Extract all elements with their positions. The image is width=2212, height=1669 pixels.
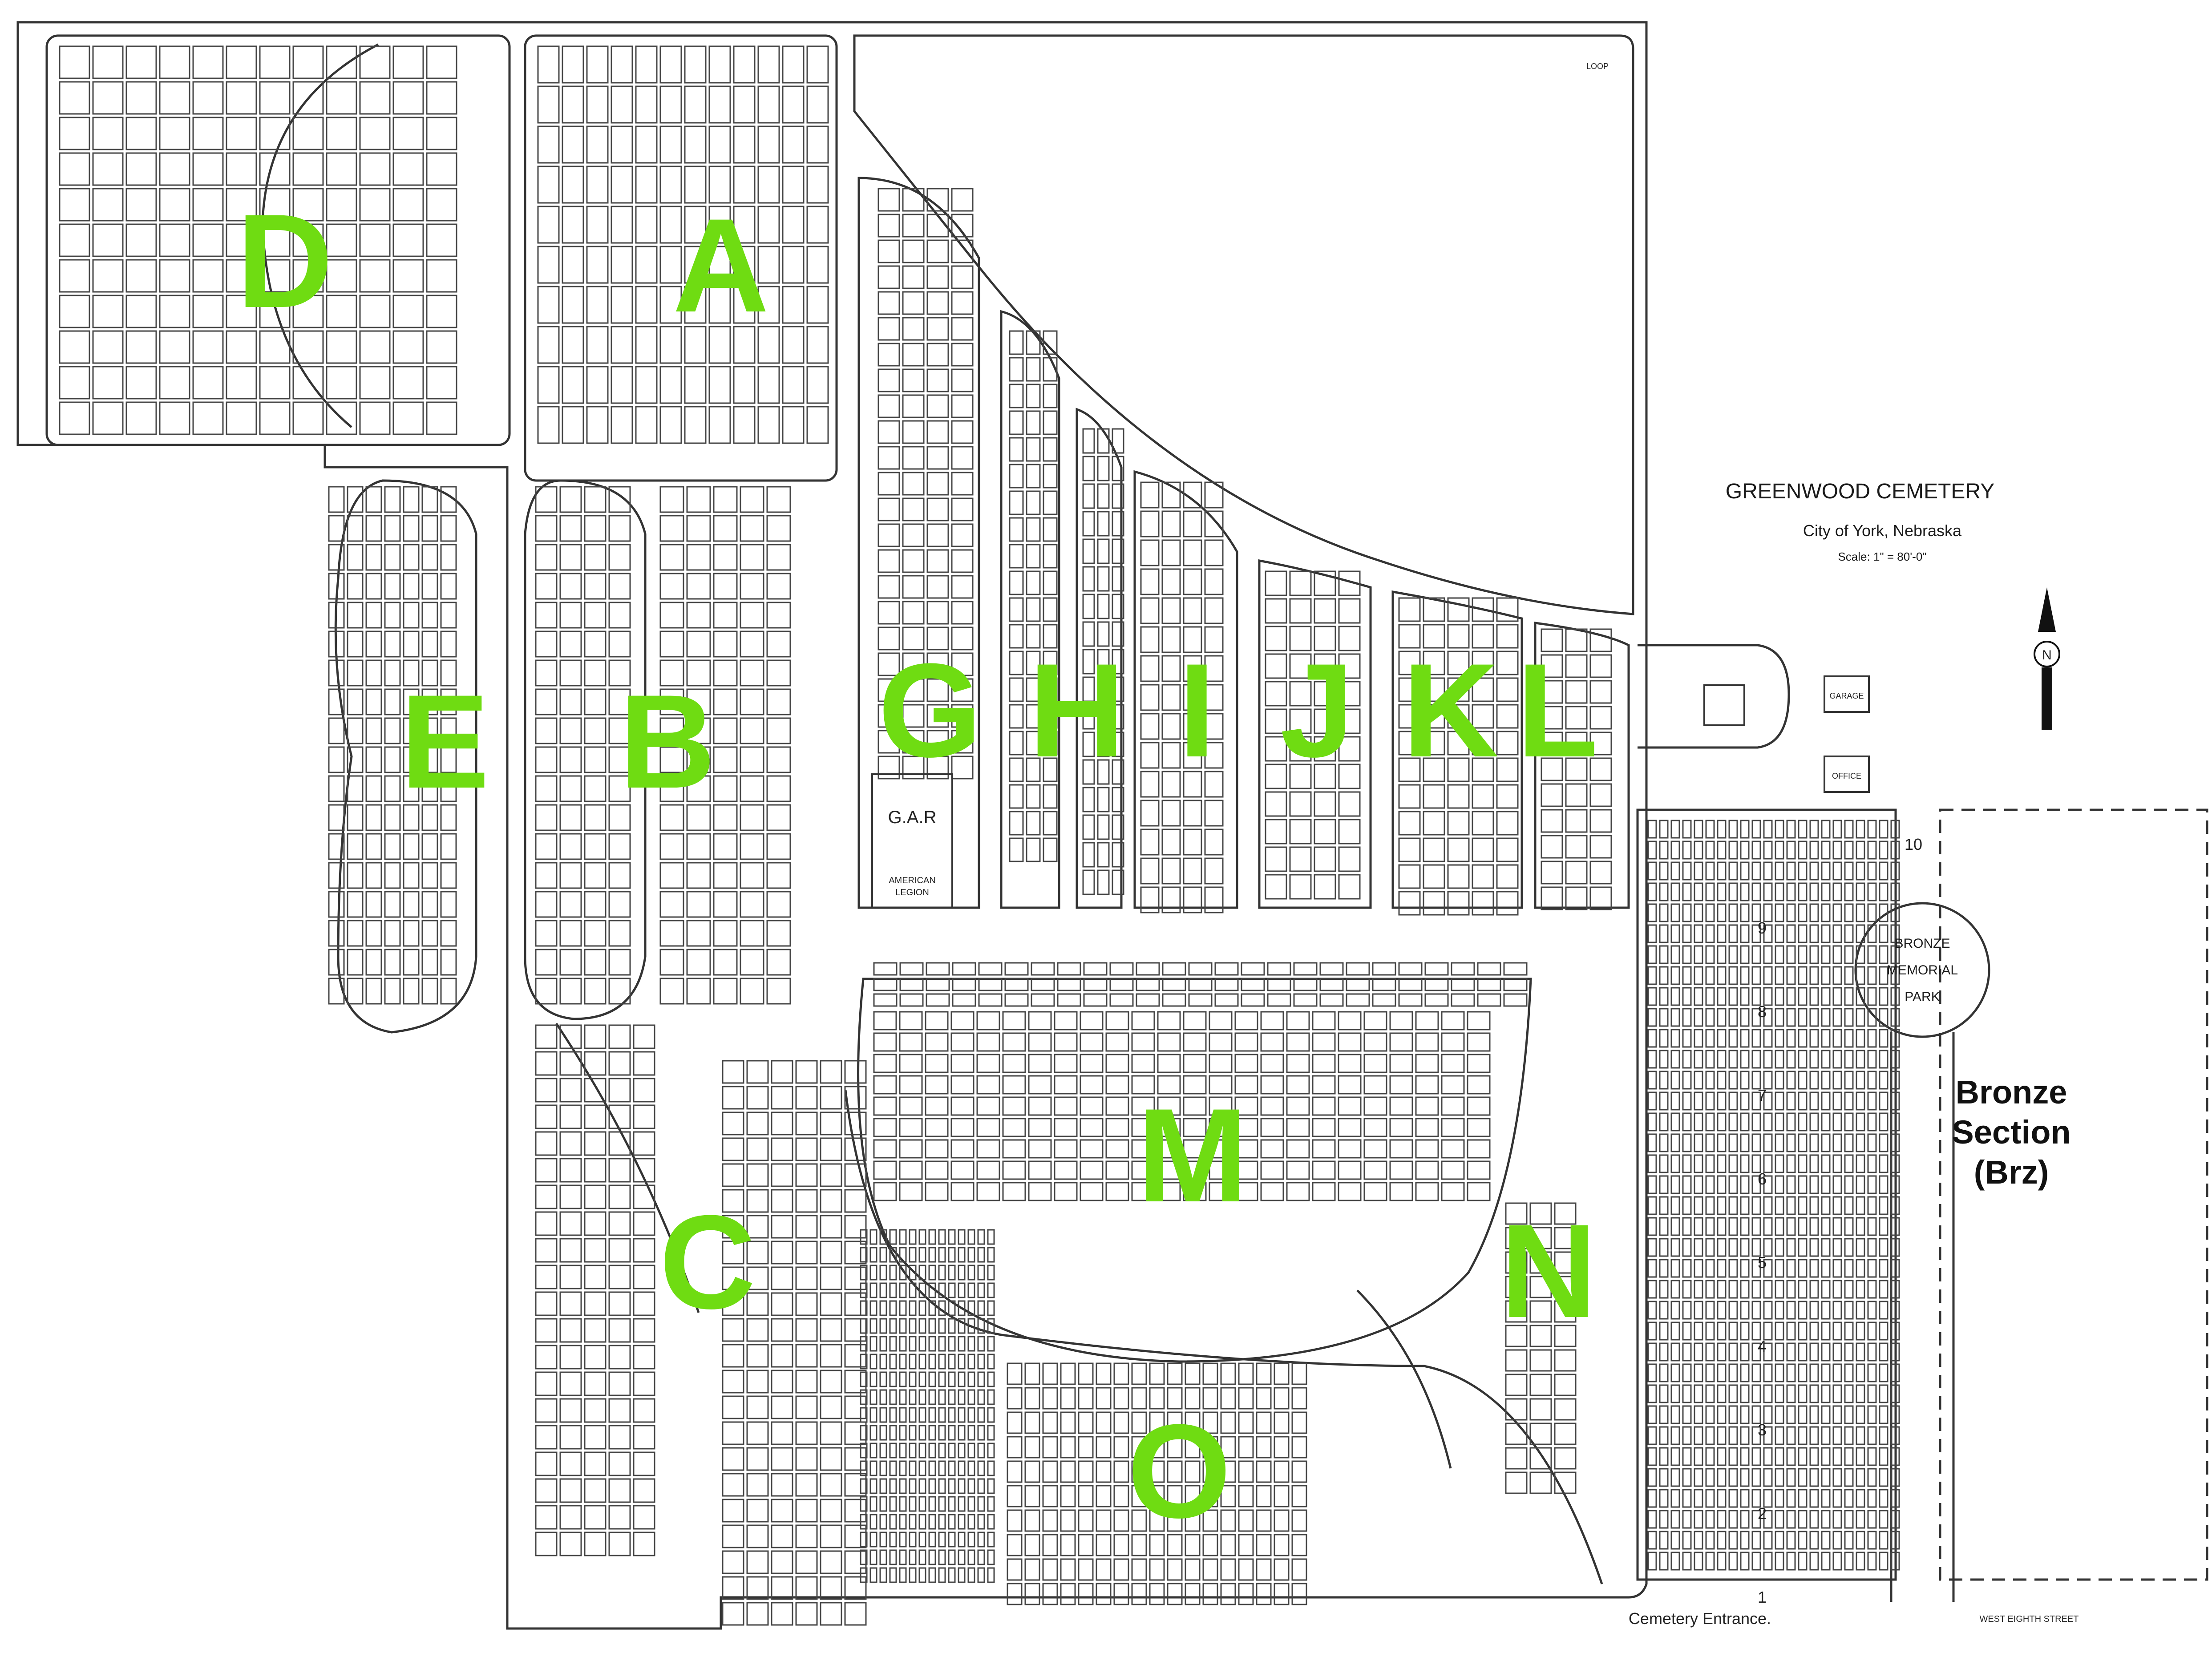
garage-label: GARAGE — [1829, 691, 1864, 700]
lot-block — [878, 188, 974, 780]
lot-block — [873, 1011, 1491, 1201]
bronze-section-label-2: Section — [1952, 1114, 2070, 1151]
lot-block — [535, 486, 631, 1005]
bronze-row-number: 3 — [1758, 1421, 1767, 1439]
bronze-row-number: 5 — [1758, 1253, 1767, 1272]
bronze-row-number: 10 — [1905, 835, 1922, 853]
bronze-row-number: 7 — [1758, 1086, 1767, 1104]
bronze-park-label-1: BRONZE — [1894, 936, 1950, 951]
bronze-row-number: 9 — [1758, 919, 1767, 937]
american-legion-label: AMERICAN — [889, 876, 936, 885]
lot-block — [1647, 820, 1900, 1571]
lot-block — [1140, 481, 1224, 913]
section-label-m: M — [1137, 1080, 1248, 1230]
map-title: GREENWOOD CEMETERY — [1726, 480, 1995, 503]
north-arrow-icon: N — [2034, 587, 2060, 730]
lot-block — [659, 486, 791, 1005]
lot-block — [535, 1024, 655, 1556]
lot-block — [1007, 1362, 1307, 1605]
section-label-e: E — [400, 667, 489, 816]
bronze-row-number: 6 — [1758, 1170, 1767, 1188]
lot-block — [537, 45, 829, 444]
map-subtitle: City of York, Nebraska — [1803, 521, 1962, 540]
section-label-d: D — [237, 186, 333, 335]
lot-block — [1398, 597, 1519, 916]
north-label: N — [2042, 648, 2052, 663]
section-label-j: J — [1280, 635, 1355, 785]
map-scale: Scale: 1" = 80'-0" — [1838, 550, 1926, 563]
bronze-row-number: 8 — [1758, 1002, 1767, 1021]
bronze-row-number: 1 — [1758, 1588, 1767, 1606]
bronze-section-label-1: Bronze — [1956, 1074, 2067, 1111]
section-label-n: N — [1500, 1196, 1597, 1346]
bronze-row-number: 2 — [1758, 1504, 1767, 1523]
lot-block — [1265, 570, 1361, 900]
bronze-row-numbers: 10 9 8 7 6 5 4 3 2 1 — [1758, 835, 1922, 1606]
section-label-l: L — [1516, 635, 1598, 785]
bronze-park-label-2: MEMORIAL — [1887, 963, 1958, 978]
lot-block — [1082, 428, 1124, 895]
loop-label: LOOP — [1586, 62, 1609, 71]
lot-block — [722, 1060, 867, 1626]
lot-block — [873, 962, 1528, 1007]
cemetery-entrance-label: Cemetery Entrance. — [1629, 1609, 1771, 1628]
lot-block — [1505, 1202, 1577, 1494]
section-label-a: A — [673, 190, 769, 340]
bronze-park-label-3: PARK — [1905, 990, 1940, 1004]
lot-block — [328, 486, 457, 1005]
section-label-k: K — [1403, 635, 1499, 785]
section-label-h: H — [1029, 635, 1125, 785]
section-label-c: C — [659, 1187, 756, 1337]
bronze-section-label-3: (Brz) — [1974, 1154, 2049, 1191]
title-block: GREENWOOD CEMETERY City of York, Nebrask… — [1726, 480, 1995, 563]
section-label-b: B — [619, 667, 716, 816]
american-legion-label-2: LEGION — [895, 888, 929, 897]
bronze-row-number: 4 — [1758, 1337, 1767, 1355]
lot-block — [1009, 330, 1058, 862]
lot-grid — [59, 45, 1900, 1626]
lot-block — [1541, 628, 1612, 910]
section-label-i: I — [1178, 635, 1215, 785]
lot-block — [59, 45, 457, 435]
lot-block — [860, 1229, 995, 1583]
office-label: OFFICE — [1832, 772, 1861, 780]
gar-label: G.A.R — [888, 808, 937, 827]
street-label: WEST EIGHTH STREET — [1980, 1614, 2079, 1624]
section-label-o: O — [1127, 1396, 1231, 1546]
landmark-boxes — [871, 675, 1870, 909]
section-label-g: G — [878, 635, 982, 785]
